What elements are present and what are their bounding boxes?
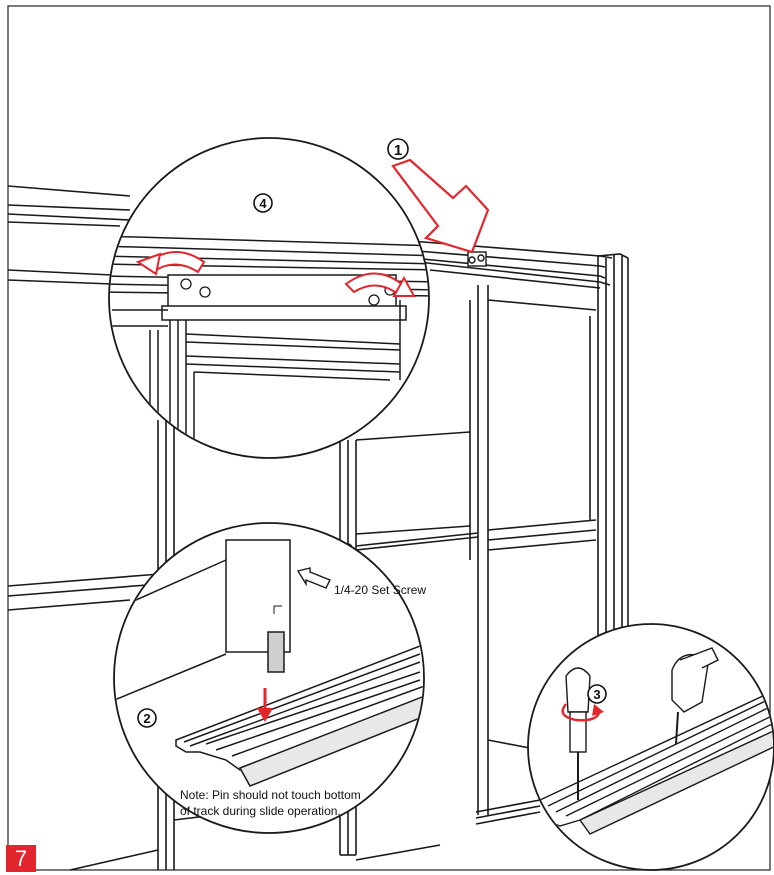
page-border	[7, 5, 771, 871]
set-screw-pointer-icon	[296, 567, 331, 589]
note-line-1: Note: Pin should not touch bottom	[180, 788, 361, 802]
callout-3: 3	[587, 684, 607, 704]
callout-2-label: 2	[143, 711, 150, 726]
detail-circle-3	[527, 623, 774, 871]
callout-3-label: 3	[593, 687, 600, 702]
callout-1: 1	[387, 138, 409, 160]
arrow-1-icon	[391, 158, 490, 254]
rotate-screwdriver-icon	[561, 703, 604, 722]
callout-1-label: 1	[394, 142, 402, 159]
top-roller	[467, 251, 487, 267]
bracket-bolts	[180, 278, 396, 306]
step-number-badge: 7	[6, 845, 36, 872]
detail-circle-2	[113, 522, 425, 834]
callout-2: 2	[137, 708, 157, 728]
set-screw-label: 1/4-20 Set Screw	[334, 583, 426, 597]
note-line-2: of track during slide operation.	[180, 804, 341, 818]
rotate-arrow-left-icon	[135, 251, 206, 276]
rotate-arrow-right-icon	[344, 272, 416, 297]
callout-4-label: 4	[259, 196, 267, 211]
arrow-down-icon	[257, 688, 273, 722]
callout-4: 4	[253, 193, 273, 213]
detail-circle-4	[108, 137, 430, 459]
